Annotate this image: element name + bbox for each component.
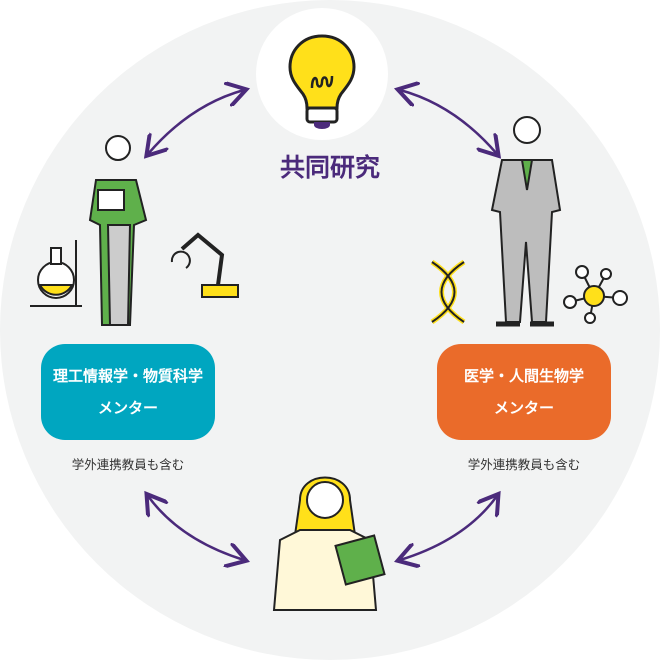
science-mentor-box: 理工情報学・物質科学 メンター <box>41 344 215 440</box>
science-mentor-field: 理工情報学・物質科学 <box>52 367 203 385</box>
arrow-top-left <box>148 90 244 154</box>
flask-icon <box>30 240 82 307</box>
science-mentor-note: 学外連携教員も含む <box>71 457 185 472</box>
robot-arm-icon <box>170 232 239 298</box>
student-illustration <box>272 476 386 611</box>
arrow-top-right <box>400 90 497 154</box>
dna-icon <box>430 259 466 325</box>
medicine-mentor-note: 学外連携教員も含む <box>467 457 581 472</box>
female-researcher-illustration <box>88 135 148 326</box>
male-researcher-illustration <box>490 116 562 327</box>
medicine-mentor-box: 医学・人間生物学 メンター <box>437 344 611 440</box>
title: 共同研究 <box>279 153 380 182</box>
medicine-mentor-label: メンター <box>493 399 554 417</box>
lightbulb-badge <box>256 8 388 140</box>
science-mentor-label: メンター <box>97 399 158 417</box>
arrow-bottom-right <box>400 496 497 560</box>
lightbulb-icon <box>288 34 356 129</box>
medicine-mentor-field: 医学・人間生物学 <box>463 367 584 385</box>
molecule-icon <box>563 265 628 324</box>
arrow-bottom-left <box>148 496 244 560</box>
